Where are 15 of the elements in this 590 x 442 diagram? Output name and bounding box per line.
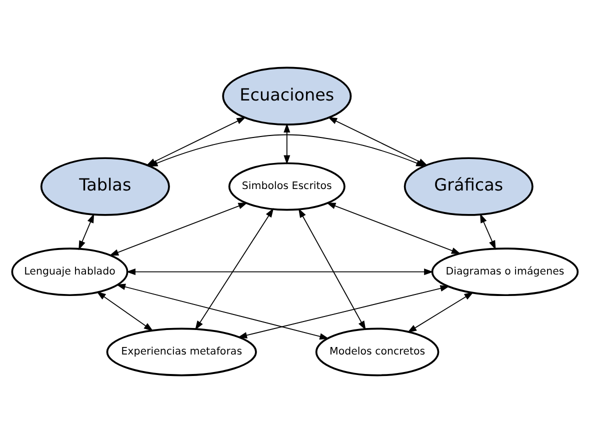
arrow [238,284,450,338]
node-ellipse: Modelos concretos [315,327,440,376]
arrow [326,202,461,254]
arrow [116,283,330,340]
node-ellipse: Experiencias metaforas [106,327,257,376]
arrow [148,134,426,166]
arrow [96,291,154,331]
arrow [78,213,94,250]
arrow [284,122,290,164]
arrow [126,268,434,275]
arrow [298,208,366,330]
arrow [109,202,248,256]
arrow [480,213,496,250]
arrow [407,291,474,332]
arrow [195,208,274,330]
